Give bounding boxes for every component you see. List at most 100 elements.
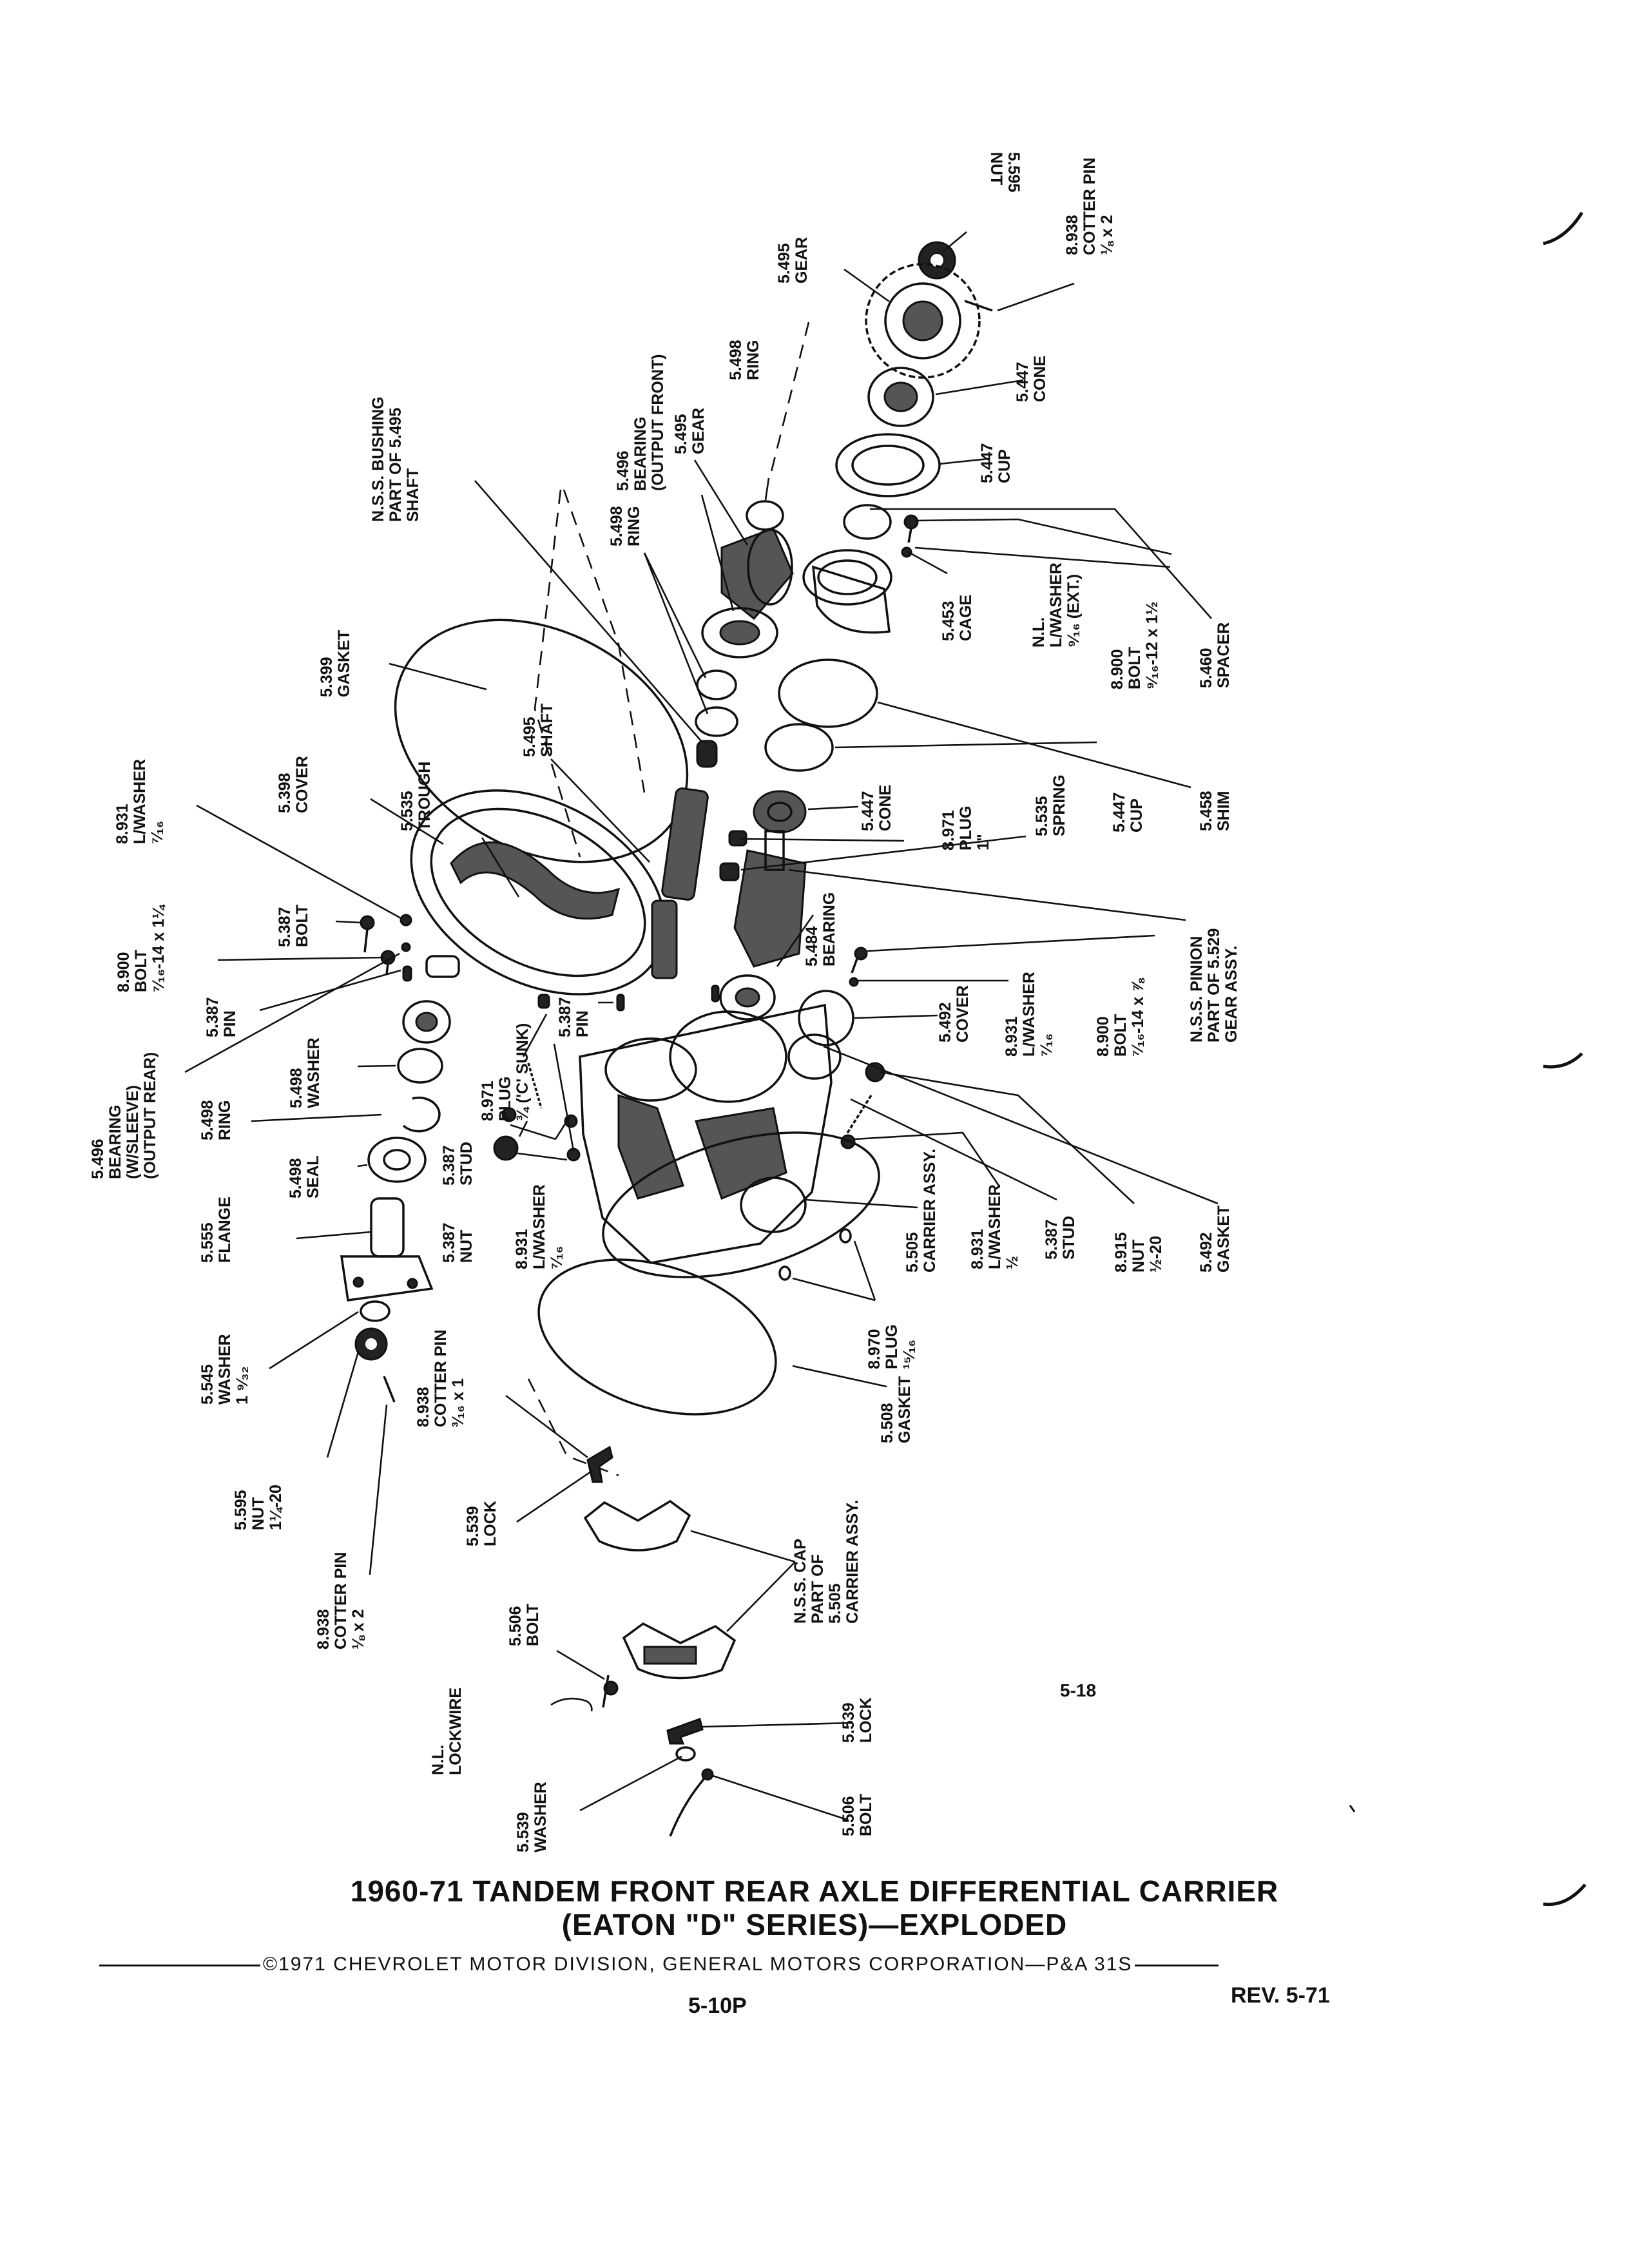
callout-5399-gasket: 5.399GASKET: [318, 630, 353, 697]
part-ring-middle: [696, 669, 737, 700]
part-bolt-pinion-cover: [849, 947, 868, 987]
callout-5506-bolt-lower: 5.506BOLT: [840, 1794, 875, 1836]
callout-5495-gear-top: 5.495GEAR: [775, 237, 811, 284]
part-stud-left: [527, 1062, 543, 1109]
callout-nl-lockwire: N.L.LOCKWIRE: [429, 1687, 465, 1775]
guide-dash-3: [563, 489, 646, 793]
part-nut-top: [918, 241, 956, 280]
callout-5387-pin-left: 5.387PIN: [204, 997, 239, 1037]
callout-5387-nut: 5.387NUT: [440, 1222, 476, 1263]
part-gasket-5508: [537, 1258, 777, 1416]
callout-5535-spring: 5.535SPRING: [1033, 774, 1068, 836]
part-flange: [340, 1197, 434, 1302]
revision: REV. 5-71: [1231, 1983, 1330, 2008]
callout-5460-spacer: 5.460SPACER: [1197, 622, 1233, 688]
part-ring-5498-left: [402, 1096, 441, 1133]
figure-title-line1: 1960-71 TANDEM FRONT REAR AXLE DIFFERENT…: [350, 1874, 1279, 1908]
part-cap-lower: [622, 1622, 737, 1680]
callout-8931-lwasher-right: 8.931L/WASHER⁷⁄₁₆: [1003, 972, 1055, 1057]
part-stud-right: [845, 1095, 872, 1135]
copyright-rule-left: [99, 1964, 260, 1966]
callout-5498-seal: 5.498SEAL: [287, 1155, 322, 1198]
part-washer-5539: [675, 1746, 696, 1762]
callout-5484-bearing: 5.484BEARING: [803, 892, 838, 966]
part-bolt-cage: [901, 514, 919, 558]
callout-8938-cotter-pin-top: 8.938COTTER PIN⅛ x 2: [1063, 158, 1116, 255]
callout-5545-washer: 5.545WASHER1 ⁹⁄₃₂: [198, 1334, 251, 1405]
part-nut-5387: [493, 1135, 519, 1161]
figure-number: 5-18: [1060, 1680, 1097, 1700]
part-washer-5498: [397, 1048, 443, 1084]
part-spring: [719, 862, 740, 881]
callout-5458-shim: 5.458SHIM: [1197, 791, 1233, 831]
part-cage: [802, 549, 892, 634]
part-cap-upper: [583, 1499, 691, 1552]
part-cone-top: [867, 367, 934, 427]
part-gasket-5492: [787, 1033, 842, 1080]
part-bearing-5484: [719, 974, 776, 1021]
copyright-line: ©1971 CHEVROLET MOTOR DIVISION, GENERAL …: [97, 1954, 1321, 1975]
callout-8971-plug-3-4: 8.971PLUG¾ ('C' SUNK): [479, 1023, 532, 1121]
callout-nss-bushing: N.S.S. BUSHINGPART OF 5.495SHAFT: [369, 397, 422, 522]
leader-lines: [184, 231, 1219, 1821]
callout-5539-lock-upper: 5.539LOCK: [464, 1501, 499, 1546]
callout-8915-nut: 8.915NUT½-20: [1112, 1232, 1165, 1273]
callout-5498-ring-top: 5.498RING: [727, 340, 762, 380]
part-plug-3-4: [537, 994, 550, 1009]
callout-5398-cover: 5.398COVER: [276, 756, 311, 813]
callout-5535-trough: 5.535TROUGH: [398, 762, 434, 831]
part-cotter-pin-lower: [383, 1376, 396, 1403]
callout-8900-bolt-right: 8.900BOLT⁷⁄₁₆-14 x ⅞: [1094, 977, 1147, 1057]
callout-8931-lwasher-top: 8.931L/WASHER⁷⁄₁₆: [113, 759, 166, 844]
part-pin-5387-right: [711, 985, 720, 1003]
callout-5508-gasket: 5.508GASKET: [878, 1376, 914, 1443]
part-shim: [778, 658, 878, 728]
part-gear-upper: [720, 527, 794, 620]
callout-8971-plug-1in: 8.971PLUG1": [940, 806, 992, 850]
callout-5387-bolt: 5.387BOLT: [276, 905, 311, 947]
callout-nss-pinion: N.S.S. PINIONPART OF 5.529GEAR ASSY.: [1188, 928, 1240, 1043]
part-plug-8970: [778, 1228, 852, 1281]
callout-labels: 5.595NUT 8.938COTTER PIN⅛ x 2 5.495GEAR …: [89, 152, 1240, 1852]
part-lock-5539: [666, 1718, 704, 1745]
part-cotter-pin-small: [586, 1445, 613, 1483]
callout-5595-nut-lower: 5.595NUT1¼-20: [232, 1485, 285, 1530]
callout-5495-gear-upper: 5.495GEAR: [672, 408, 708, 454]
callout-5387-stud-right: 5.387STUD: [1043, 1216, 1078, 1260]
scan-mark-1: [1543, 211, 1584, 245]
callout-8938-cotter-pin-mid: 8.938COTTER PIN³⁄₁₆ x 1: [414, 1330, 467, 1427]
part-cover-5492: [798, 990, 854, 1046]
part-spacer: [843, 504, 892, 540]
callout-5595-nut-top: 5.595NUT: [987, 152, 1023, 193]
part-lwasher-7-16: [501, 1107, 517, 1122]
callout-5447-cone-top: 5.447CONE: [1014, 356, 1049, 402]
scan-mark-4: [1349, 1805, 1356, 1812]
copyright-text: ©1971 CHEVROLET MOTOR DIVISION, GENERAL …: [263, 1954, 1133, 1975]
guide-dash-2: [534, 489, 581, 858]
callout-5387-stud-left: 5.387STUD: [440, 1142, 476, 1186]
part-pin-left-a: [402, 965, 412, 982]
callout-nss-cap: N.S.S. CAPPART OF5.505CARRIER ASSY.: [791, 1500, 862, 1624]
part-bearing-output-rear: [402, 955, 460, 1044]
part-cone-middle: [753, 790, 807, 834]
guide-dash-1: [769, 322, 810, 477]
callout-5447-cup-middle: 5.447CUP: [1110, 792, 1146, 832]
callout-5555-flange: 5.555FLANGE: [198, 1196, 234, 1263]
part-trough: [450, 841, 621, 920]
page-number: 5-10P: [688, 1994, 747, 2018]
part-nut-5595: [354, 1327, 388, 1361]
callout-5387-pin-center: 5.387PIN: [556, 997, 592, 1037]
callout-5498-washer: 5.498WASHER: [287, 1037, 323, 1108]
part-bearing-output-front: [701, 607, 778, 658]
callout-5453-cage: 5.453CAGE: [940, 595, 975, 641]
callout-8900-bolt-cage: 8.900BOLT⁹⁄₁₆-12 x 1½: [1108, 602, 1161, 689]
callout-8931-lwasher-half: 8.931L/WASHER½: [969, 1184, 1021, 1269]
guide-dash-4: [527, 1378, 619, 1477]
callout-8900-bolt-left: 8.900BOLT⁷⁄₁₆-14 x 1¼: [115, 904, 168, 992]
callout-5505-carrier-assy: 5.505CARRIER ASSY.: [903, 1149, 939, 1273]
callout-5539-lock-lower: 5.539LOCK: [840, 1697, 875, 1743]
part-cup-top: [835, 433, 941, 497]
callout-5492-cover: 5.492COVER: [936, 985, 972, 1043]
figure-title-line2: (EATON "D" SERIES)—EXPLODED: [561, 1908, 1068, 1941]
